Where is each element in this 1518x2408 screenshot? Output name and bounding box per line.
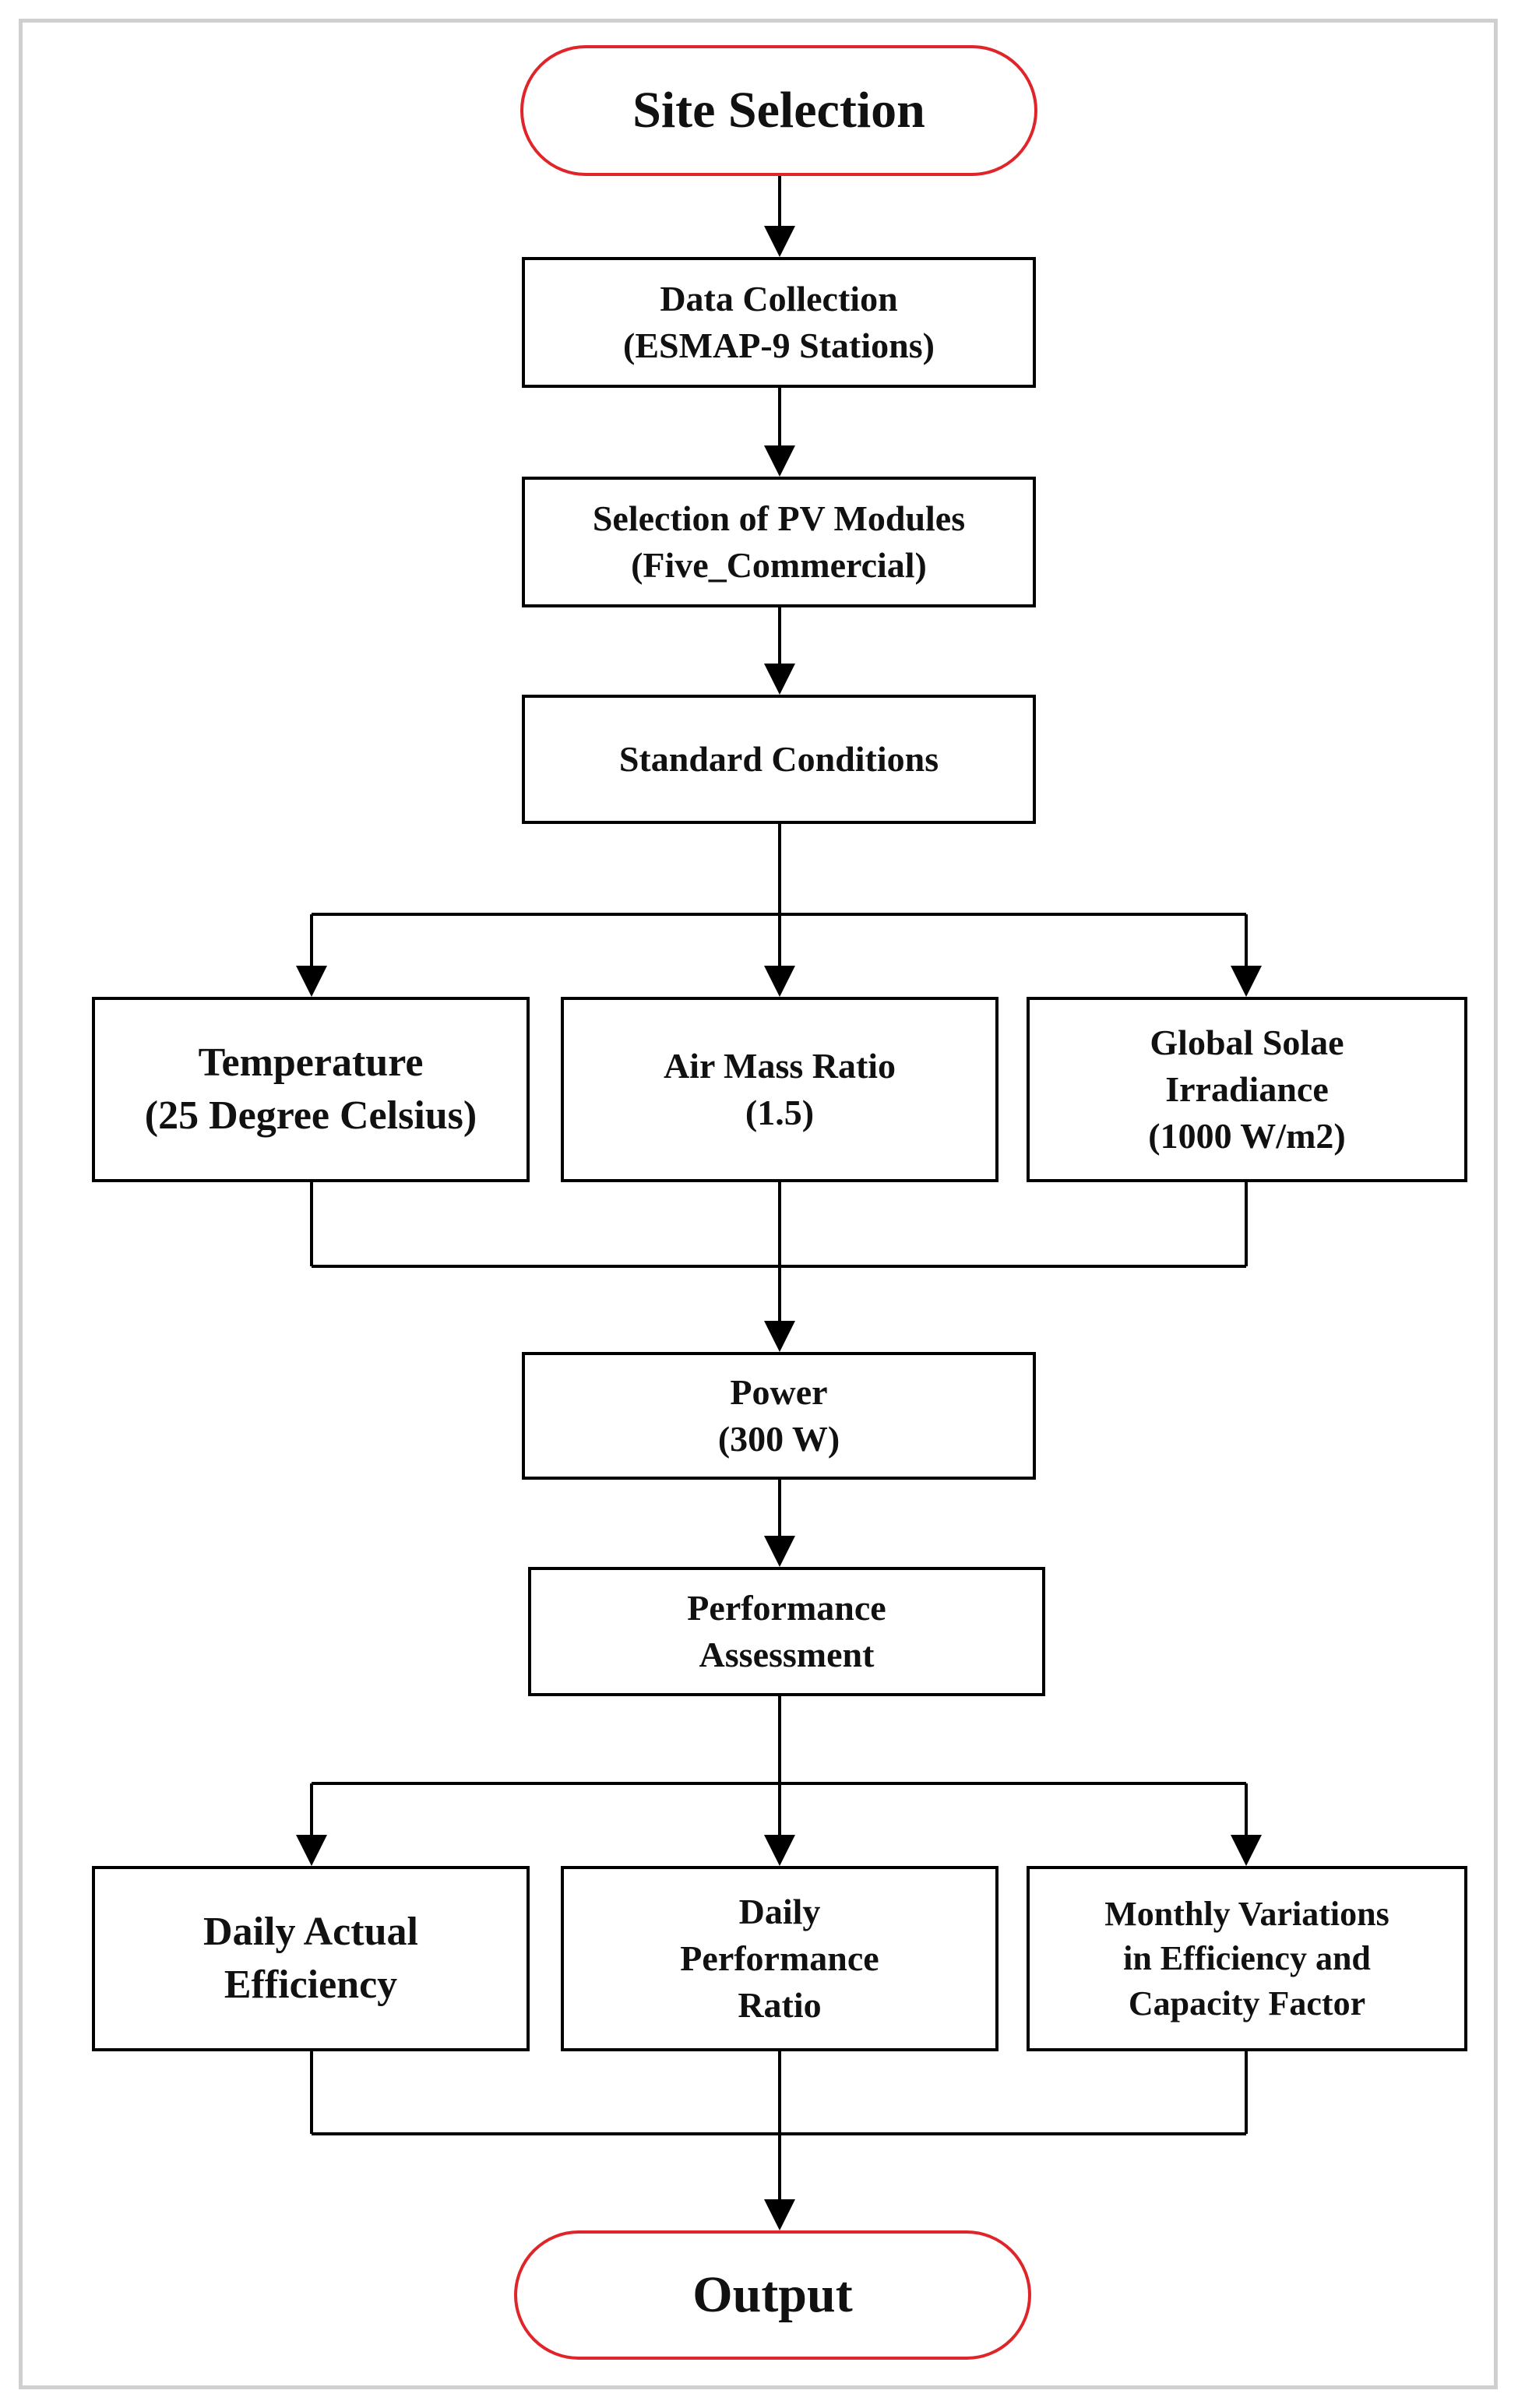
temperature-box: Temperature (25 Degree Celsius) <box>92 997 530 1182</box>
output-terminal: Output <box>514 2230 1031 2360</box>
arrowhead-to-airmass <box>764 966 795 997</box>
pv-modules-box: Selection of PV Modules (Five_Commercial… <box>522 477 1036 607</box>
arrowhead-to-assessment <box>764 1536 795 1567</box>
irradiance-label: Global Solae Irradiance (1000 W/m2) <box>1148 1023 1346 1156</box>
arrowhead-to-output <box>764 2199 795 2230</box>
arrowhead-modules-to-standard <box>764 664 795 695</box>
arrowhead-to-monthly <box>1231 1835 1262 1866</box>
monthly-variations-box: Monthly Variations in Efficiency and Cap… <box>1027 1866 1467 2051</box>
air-mass-ratio-label: Air Mass Ratio (1.5) <box>663 1046 896 1132</box>
daily-actual-efficiency-label: Daily Actual Efficiency <box>203 1910 418 2007</box>
monthly-variations-label: Monthly Variations in Efficiency and Cap… <box>1104 1895 1389 2023</box>
daily-performance-ratio-box: Daily Performance Ratio <box>561 1866 998 2051</box>
temperature-label: Temperature (25 Degree Celsius) <box>144 1040 477 1138</box>
site-selection-label: Site Selection <box>632 82 925 139</box>
performance-assessment-label: Performance Assessment <box>687 1588 886 1674</box>
arrowhead-to-power <box>764 1321 795 1352</box>
data-collection-label: Data Collection (ESMAP-9 Stations) <box>623 279 935 365</box>
standard-conditions-box: Standard Conditions <box>522 695 1036 824</box>
performance-assessment-box: Performance Assessment <box>528 1567 1045 1696</box>
arrowhead-to-efficiency <box>296 1835 327 1866</box>
pv-modules-label: Selection of PV Modules (Five_Commercial… <box>592 498 966 585</box>
site-selection-terminal: Site Selection <box>520 45 1037 176</box>
air-mass-ratio-box: Air Mass Ratio (1.5) <box>561 997 998 1182</box>
data-collection-box: Data Collection (ESMAP-9 Stations) <box>522 257 1036 388</box>
arrowhead-to-temperature <box>296 966 327 997</box>
output-label: Output <box>692 2266 853 2324</box>
daily-actual-efficiency-box: Daily Actual Efficiency <box>92 1866 530 2051</box>
daily-performance-ratio-label: Daily Performance Ratio <box>680 1892 879 2025</box>
power-label: Power (300 W) <box>717 1372 840 1459</box>
arrowhead-to-irradiance <box>1231 966 1262 997</box>
arrowhead-site-to-data <box>764 226 795 257</box>
standard-conditions-label: Standard Conditions <box>618 739 939 780</box>
arrowhead-to-performance-ratio <box>764 1835 795 1866</box>
arrowhead-data-to-modules <box>764 445 795 477</box>
power-box: Power (300 W) <box>522 1352 1036 1480</box>
irradiance-box: Global Solae Irradiance (1000 W/m2) <box>1027 997 1467 1182</box>
